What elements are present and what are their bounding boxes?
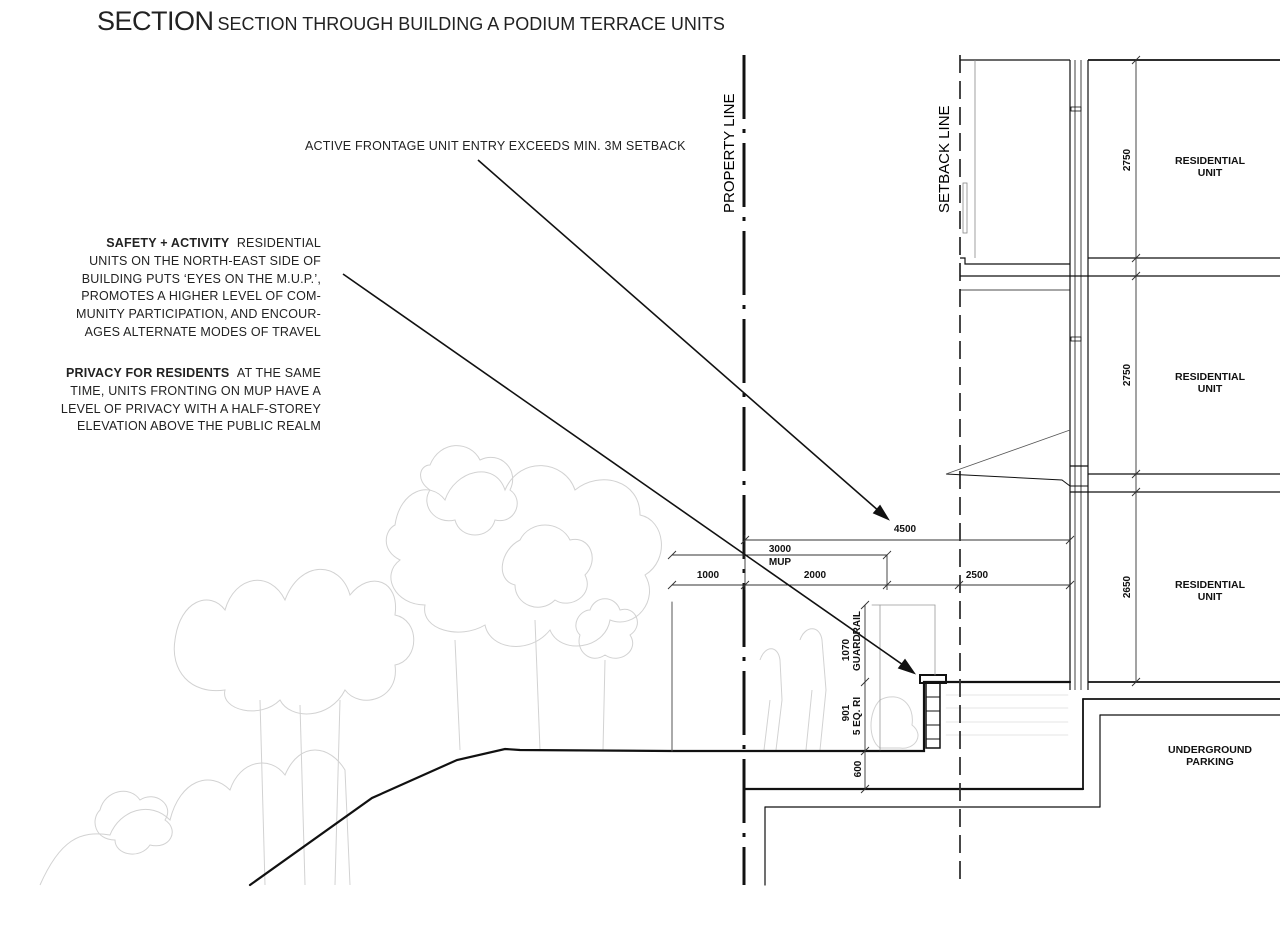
property-line-label: PROPERTY LINE (721, 94, 738, 214)
safety-line: RESIDENTIAL (236, 236, 321, 250)
unit-label-2: RESIDENTIAL (1175, 371, 1246, 383)
dim-floor-2: 2750 (1122, 363, 1133, 386)
dim-guardrail-label: GUARDRAIL (852, 611, 863, 671)
title-sub: SECTION THROUGH BUILDING A PODIUM TERRAC… (217, 14, 725, 34)
safety-line: MUNITY PARTICIPATION, AND ENCOUR- (75, 307, 321, 322)
dim-3000: 3000 (769, 544, 792, 555)
dim-floor-3: 2650 (1122, 575, 1133, 598)
dim-guardrail-value: 1070 (841, 638, 852, 661)
safety-line: BUILDING PUTS ‘EYES ON THE M.U.P.’, (81, 271, 321, 286)
unit-label-1b: UNIT (1198, 167, 1223, 179)
dim-600: 600 (853, 760, 864, 777)
dim-floor-1: 2750 (1122, 148, 1133, 171)
background-trees (39, 445, 919, 886)
unit-label-1: RESIDENTIAL (1175, 155, 1246, 167)
safety-heading: SAFETY + ACTIVITY (106, 236, 230, 250)
unit-label-3b: UNIT (1198, 591, 1223, 603)
privacy-line: AT THE SAME (236, 366, 321, 380)
setback-line-label: SETBACK LINE (936, 105, 953, 213)
ground-and-slab (248, 601, 1280, 887)
building-section (945, 59, 1280, 690)
privacy-note: PRIVACY FOR RESIDENTS AT THE SAME TIME, … (40, 365, 321, 436)
title-main: SECTION (97, 6, 214, 36)
privacy-line: LEVEL OF PRIVACY WITH A HALF-STOREY (60, 401, 321, 416)
leader-lines (342, 159, 917, 675)
unit-label-2b: UNIT (1198, 383, 1223, 395)
dim-riser-value: 901 (841, 704, 852, 721)
parking-label: UNDERGROUND (1168, 744, 1252, 756)
parking-label-b: PARKING (1186, 756, 1234, 768)
privacy-line: ELEVATION ABOVE THE PUBLIC REALM (77, 419, 321, 434)
safety-line: PROMOTES A HIGHER LEVEL OF COM- (81, 289, 321, 304)
dim-1000: 1000 (697, 570, 720, 581)
safety-line: UNITS ON THE NORTH-EAST SIDE OF (89, 253, 321, 268)
safety-activity-note: SAFETY + ACTIVITY RESIDENTIAL UNITS ON T… (40, 235, 321, 342)
dim-2000: 2000 (804, 570, 827, 581)
dim-riser-label: 5 EQ. RI (852, 697, 863, 736)
privacy-heading: PRIVACY FOR RESIDENTS (65, 366, 230, 380)
active-frontage-callout: ACTIVE FRONTAGE UNIT ENTRY EXCEEDS MIN. … (305, 139, 686, 153)
dimension-lines (667, 55, 1141, 794)
dim-2500: 2500 (966, 570, 989, 581)
dim-mup-label: MUP (769, 557, 792, 568)
unit-label-3: RESIDENTIAL (1175, 579, 1246, 591)
safety-line: AGES ALTERNATE MODES OF TRAVEL (84, 324, 321, 339)
privacy-line: TIME, UNITS FRONTING ON MUP HAVE A (70, 383, 321, 398)
dim-4500: 4500 (894, 524, 917, 535)
